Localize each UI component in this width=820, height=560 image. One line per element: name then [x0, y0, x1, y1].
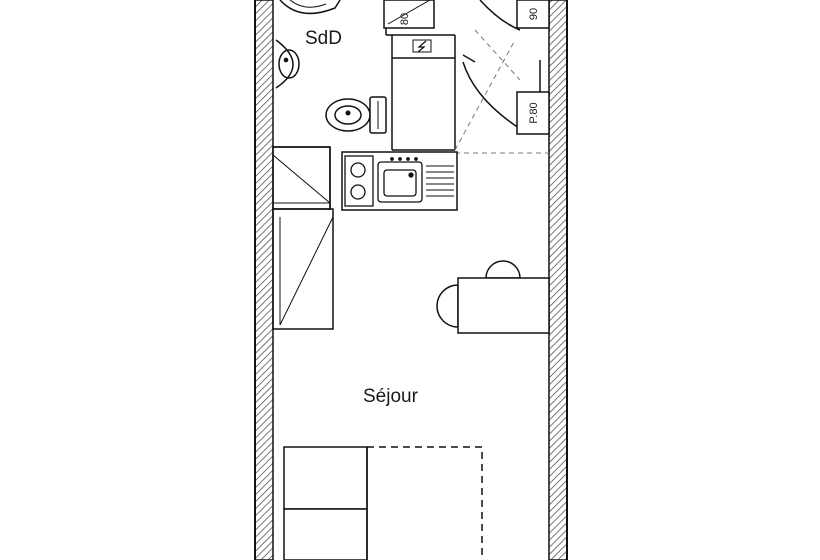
living-room-label: Séjour — [363, 386, 419, 407]
entry-door-top-label: 90 — [528, 8, 540, 20]
kitchen-sink-icon — [377, 157, 454, 203]
bathroom-label: SdD — [305, 28, 342, 49]
wash-basin-icon — [275, 39, 300, 89]
left-wall — [254, 0, 274, 560]
bathroom-door: 80 — [383, 0, 435, 29]
storage-closet — [272, 146, 334, 330]
electric-panel-icon — [412, 39, 432, 53]
door-swing-lines — [454, 29, 549, 154]
right-wall — [548, 0, 568, 560]
bathroom-walls — [273, 0, 456, 210]
cooktop-icon — [344, 155, 374, 207]
exterior-walls — [254, 0, 568, 560]
bathroom-door-label: 80 — [399, 13, 411, 25]
bed-sofa — [283, 446, 483, 560]
entry-door-top: 90 — [479, 0, 550, 31]
toilet-icon — [325, 96, 387, 134]
shower-icon — [279, 0, 341, 15]
entry-door-bottom-label: P.80 — [528, 102, 540, 123]
dining-table — [436, 260, 550, 334]
entry-door-bottom: P.80 — [462, 54, 550, 135]
